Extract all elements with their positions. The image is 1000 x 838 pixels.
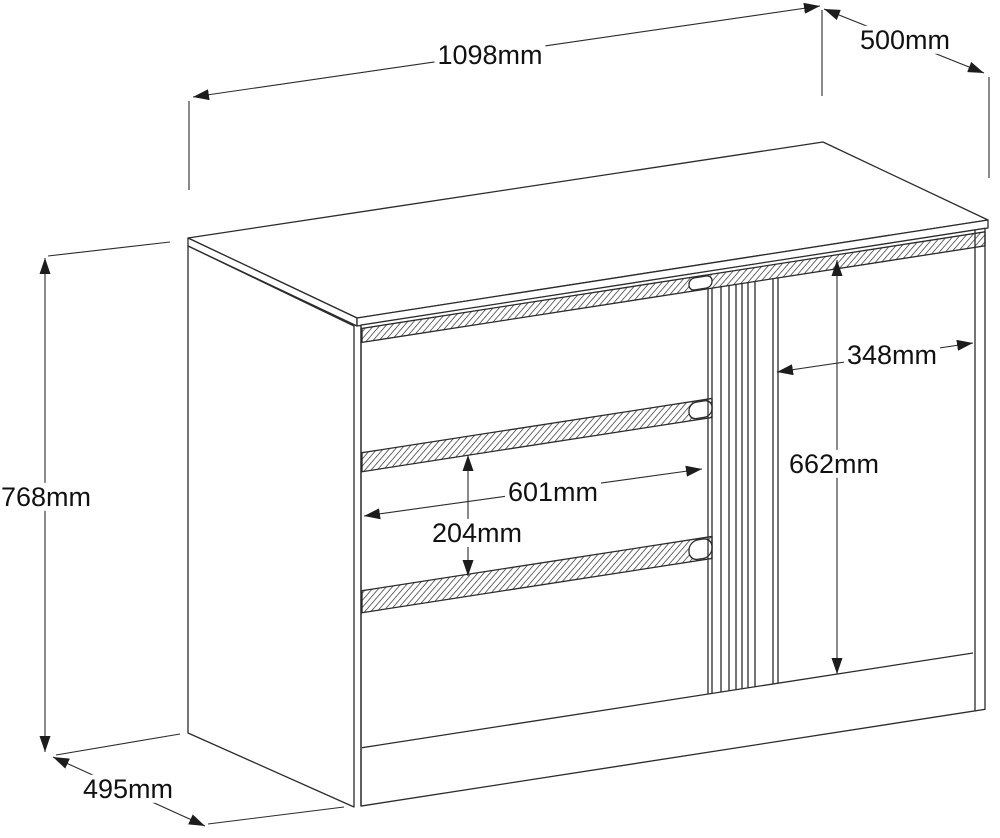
dimension-label-door-width: 348mm (843, 340, 941, 369)
dimension-label-drawer-width: 601mm (504, 477, 602, 506)
dimension-label-door-height: 662mm (785, 449, 883, 478)
extension-line-height-bottom (55, 733, 181, 756)
top-panel-front-edge (356, 219, 989, 327)
drawer1-handle-notch (688, 275, 713, 291)
cabinet-top-panel (187, 141, 989, 327)
extension-line-height-top (47, 241, 171, 257)
dimension-label-overall-height: 768mm (0, 482, 95, 511)
plinth-top-edge (362, 652, 973, 749)
dimension-label-top-depth: 500mm (856, 25, 954, 54)
extension-line-base-depth-front (207, 806, 345, 825)
dimension-label-base-depth: 495mm (79, 774, 177, 803)
dimension-label-top-width: 1098mm (434, 40, 546, 69)
gap-band-top (361, 231, 986, 344)
door-groove-slats (720, 281, 756, 693)
dimension-label-drawer-pitch: 204mm (428, 518, 526, 547)
cabinet-left-side-panel (187, 245, 355, 808)
